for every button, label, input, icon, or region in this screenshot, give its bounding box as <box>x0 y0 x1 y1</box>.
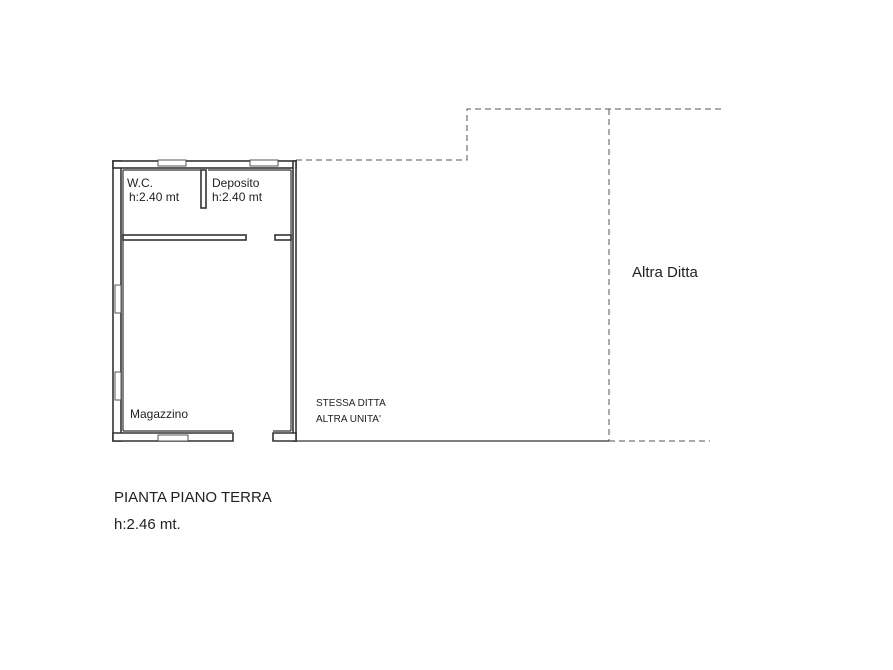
inner-wall-lines <box>122 169 292 432</box>
area-stessa-ditta-line1: STESSA DITTA <box>316 398 386 409</box>
window-deposito <box>249 159 279 167</box>
window-bottom <box>157 434 189 442</box>
plan-title: PIANTA PIANO TERRA <box>114 489 272 506</box>
window-left-lower <box>114 371 122 401</box>
partition-wc-deposito <box>200 169 207 209</box>
window-left-upper <box>114 284 122 314</box>
windows <box>114 159 279 442</box>
room-wc-height: h:2.40 mt <box>129 190 180 204</box>
room-deposito-name: Deposito <box>212 176 260 190</box>
plan-height: h:2.46 mt. <box>114 516 181 533</box>
partition-magazzino <box>122 234 292 241</box>
room-magazzino-name: Magazzino <box>130 407 188 421</box>
window-wc <box>157 159 187 167</box>
room-wc-name: W.C. <box>127 176 153 190</box>
area-altra-ditta: Altra Ditta <box>632 264 699 281</box>
room-deposito-height: h:2.40 mt <box>212 190 263 204</box>
area-stessa-ditta-line2: ALTRA UNITA' <box>316 414 381 425</box>
